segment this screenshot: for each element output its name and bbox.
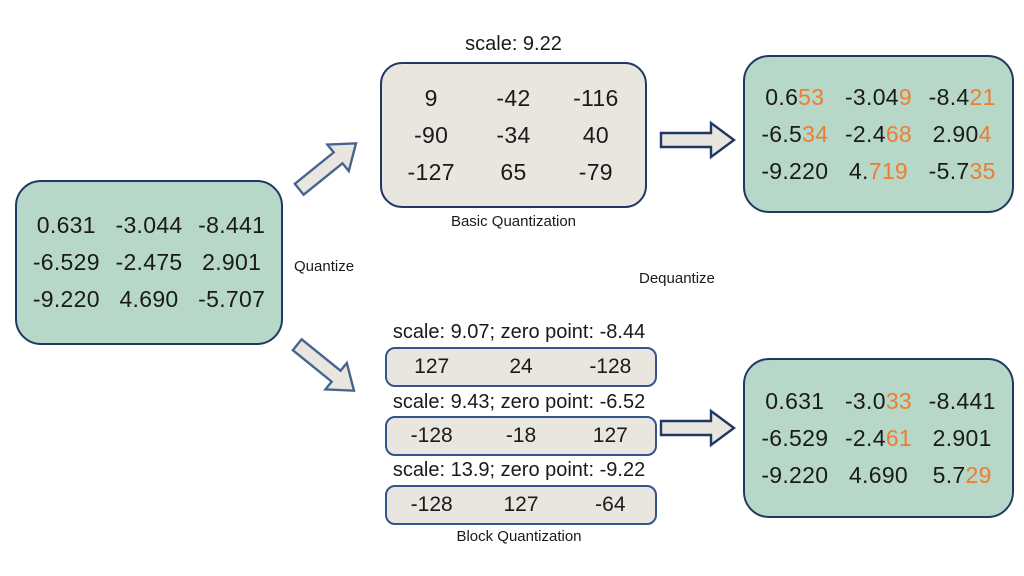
dequant-basic-box: 0.653 -3.049 -8.421 -6.534 -2.468 2.904 … <box>743 55 1014 213</box>
matrix-value: -64 <box>595 493 626 516</box>
matrix-value: -8.441 <box>198 212 266 238</box>
matrix-value: -18 <box>505 424 537 447</box>
matrix-value: -2.468 <box>844 120 912 147</box>
block-scale-label-3: scale: 13.9; zero point: -9.22 <box>392 459 646 481</box>
matrix-value: -9.220 <box>32 286 100 312</box>
matrix-value: 127 <box>592 424 628 447</box>
matrix-value: -2.475 <box>115 249 183 275</box>
matrix-value: -3.044 <box>115 212 183 238</box>
dequant-basic-matrix: 0.653 -3.049 -8.421 -6.534 -2.468 2.904 … <box>745 57 1012 211</box>
matrix-value: 4.719 <box>848 157 909 184</box>
matrix-value: 2.901 <box>932 424 992 451</box>
matrix-value: 9 <box>424 84 438 111</box>
matrix-value: -9.220 <box>761 461 829 488</box>
basic-quant-box: 9 -42 -116 -90 -34 40 -127 65 -79 <box>380 62 647 208</box>
matrix-value: -116 <box>573 84 619 111</box>
float-matrix: 0.631 -3.044 -8.441 -6.529 -2.475 2.901 … <box>17 182 281 343</box>
matrix-value: 2.904 <box>932 120 992 147</box>
block-quant-caption: Block Quantization <box>456 528 582 545</box>
matrix-value: 0.653 <box>765 83 825 110</box>
matrix-value: -5.707 <box>198 286 266 312</box>
arrow-right-icon <box>659 120 737 160</box>
matrix-value: -128 <box>589 355 632 378</box>
matrix-value: -79 <box>578 158 613 185</box>
block-scale-label-2: scale: 9.43; zero point: -6.52 <box>392 391 646 413</box>
block-quant-row-3: -128 127 -64 <box>385 485 657 525</box>
matrix-value: 127 <box>414 355 450 378</box>
block-quant-row-1: 127 24 -128 <box>385 347 657 387</box>
matrix-value: 24 <box>509 355 533 378</box>
basic-quant-matrix: 9 -42 -116 -90 -34 40 -127 65 -79 <box>382 64 645 206</box>
matrix-value: 40 <box>582 121 609 148</box>
matrix-value: 2.901 <box>202 249 262 275</box>
matrix-value: -3.033 <box>844 387 912 414</box>
matrix-value: -2.461 <box>844 424 912 451</box>
block-scale-label-1: scale: 9.07; zero point: -8.44 <box>392 321 646 343</box>
matrix-value: 0.631 <box>36 212 96 238</box>
float-matrix-box: 0.631 -3.044 -8.441 -6.529 -2.475 2.901 … <box>15 180 283 345</box>
matrix-value: 65 <box>500 158 527 185</box>
dequant-block-matrix: 0.631 -3.033 -8.441 -6.529 -2.461 2.901 … <box>745 360 1012 516</box>
arrow-down-right-icon <box>282 327 369 408</box>
matrix-value: 4.690 <box>848 461 909 488</box>
quantize-label: Quantize <box>294 258 355 275</box>
matrix-value: -34 <box>496 121 531 148</box>
dequant-block-box: 0.631 -3.033 -8.441 -6.529 -2.461 2.901 … <box>743 358 1014 518</box>
arrow-up-right-icon <box>284 125 371 206</box>
matrix-value: -9.220 <box>761 157 829 184</box>
matrix-value: -8.441 <box>928 387 996 414</box>
dequantize-label: Dequantize <box>639 270 715 287</box>
matrix-value: 0.631 <box>765 387 825 414</box>
matrix-value: -128 <box>410 493 453 516</box>
matrix-value: -90 <box>414 121 449 148</box>
matrix-value: -5.735 <box>928 157 996 184</box>
matrix-value: 127 <box>503 493 539 516</box>
matrix-value: -8.421 <box>928 83 996 110</box>
matrix-value: -3.049 <box>844 83 912 110</box>
matrix-value: -6.529 <box>761 424 829 451</box>
basic-quant-caption: Basic Quantization <box>450 213 577 230</box>
matrix-value: -42 <box>496 84 531 111</box>
matrix-value: 4.690 <box>119 286 179 312</box>
arrow-right-icon <box>659 408 737 448</box>
matrix-value: -127 <box>407 158 455 185</box>
matrix-value: -6.534 <box>761 120 829 147</box>
matrix-value: 5.729 <box>932 461 992 488</box>
block-quant-row-2: -128 -18 127 <box>385 416 657 456</box>
matrix-value: -128 <box>410 424 453 447</box>
basic-scale-label: scale: 9.22 <box>465 33 562 55</box>
matrix-value: -6.529 <box>32 249 100 275</box>
